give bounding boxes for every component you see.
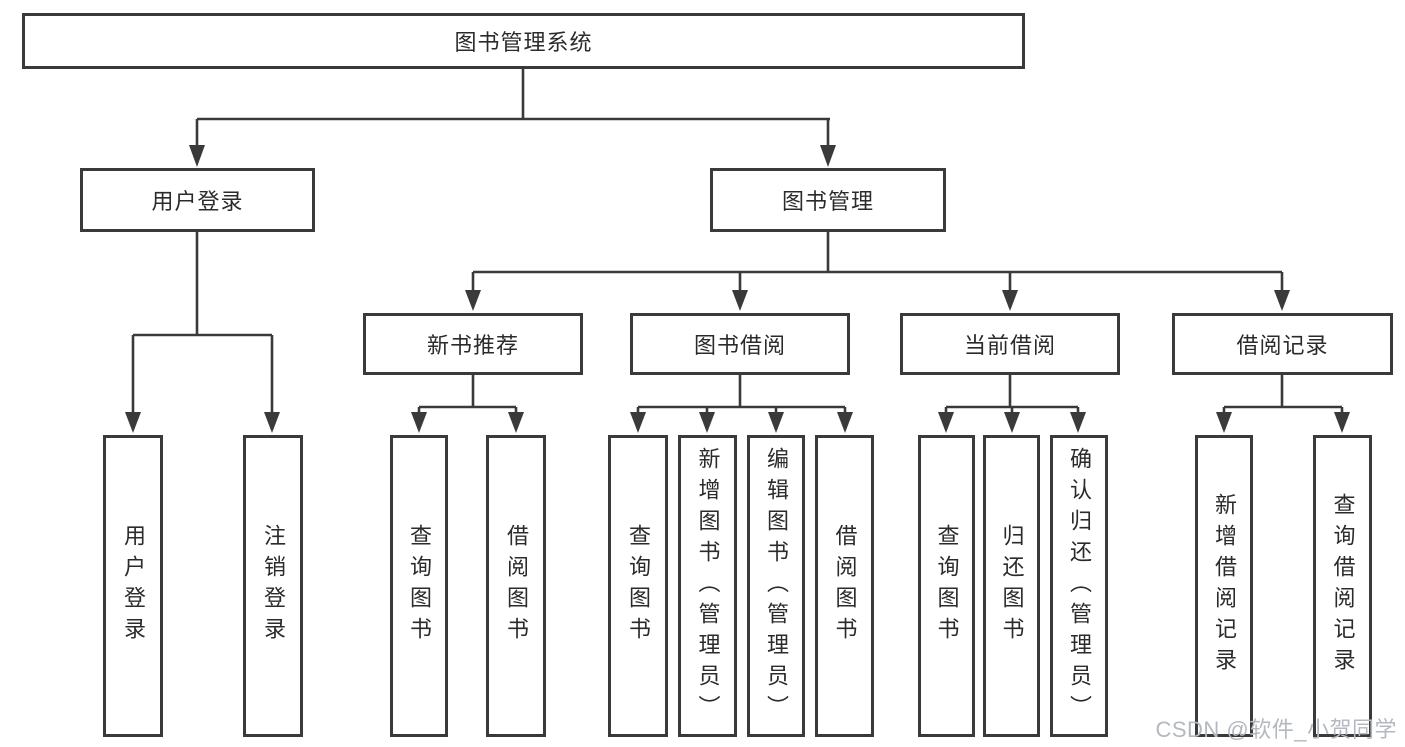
leaf-current-query-books-label: 查询图书 bbox=[934, 524, 960, 648]
node-borrowing-records: 借阅记录 bbox=[1172, 313, 1393, 375]
leaf-newrec-borrow-books: 借阅图书 bbox=[486, 435, 546, 737]
leaf-current-query-books: 查询图书 bbox=[918, 435, 975, 737]
leaf-user-login: 用户登录 bbox=[103, 435, 163, 737]
node-root: 图书管理系统 bbox=[22, 13, 1025, 69]
node-new-book-recommend: 新书推荐 bbox=[363, 313, 583, 375]
node-borrowing-records-label: 借阅记录 bbox=[1236, 333, 1329, 358]
leaf-records-add-record-label: 新增借阅记录 bbox=[1212, 493, 1237, 679]
node-root-label: 图书管理系统 bbox=[454, 30, 593, 55]
leaf-borrow-edit-books-admin-label: 编辑图书（管理员） bbox=[764, 446, 789, 726]
node-user-login-branch: 用户登录 bbox=[80, 168, 315, 232]
node-new-book-recommend-label: 新书推荐 bbox=[426, 333, 519, 358]
leaf-newrec-query-books-label: 查询图书 bbox=[407, 524, 432, 648]
leaf-borrow-edit-books-admin: 编辑图书（管理员） bbox=[747, 435, 805, 737]
leaf-borrow-add-books-admin: 新增图书（管理员） bbox=[678, 435, 737, 737]
leaf-records-add-record: 新增借阅记录 bbox=[1195, 435, 1253, 737]
node-book-borrowing-label: 图书借阅 bbox=[693, 333, 786, 358]
leaf-logout-label: 注销登录 bbox=[261, 524, 286, 648]
leaf-current-confirm-return-admin: 确认归还（管理员） bbox=[1050, 435, 1108, 737]
leaf-records-query-record: 查询借阅记录 bbox=[1313, 435, 1372, 737]
leaf-borrow-add-books-admin-label: 新增图书（管理员） bbox=[695, 446, 721, 726]
leaf-current-confirm-return-admin-label: 确认归还（管理员） bbox=[1067, 446, 1092, 726]
leaf-current-return-books-label: 归还图书 bbox=[999, 524, 1025, 648]
node-user-login-branch-label: 用户登录 bbox=[151, 189, 244, 214]
node-current-borrowing: 当前借阅 bbox=[900, 313, 1120, 375]
leaf-borrow-query-books-label: 查询图书 bbox=[626, 524, 651, 648]
leaf-borrow-borrow-books-label: 借阅图书 bbox=[832, 524, 858, 648]
leaf-records-query-record-label: 查询借阅记录 bbox=[1330, 493, 1356, 679]
leaf-logout: 注销登录 bbox=[243, 435, 303, 737]
node-current-borrowing-label: 当前借阅 bbox=[963, 333, 1056, 358]
leaf-newrec-query-books: 查询图书 bbox=[390, 435, 448, 737]
leaf-current-return-books: 归还图书 bbox=[983, 435, 1040, 737]
leaf-newrec-borrow-books-label: 借阅图书 bbox=[504, 524, 529, 648]
leaf-user-login-label: 用户登录 bbox=[121, 524, 146, 648]
leaf-borrow-borrow-books: 借阅图书 bbox=[815, 435, 874, 737]
leaf-borrow-query-books: 查询图书 bbox=[608, 435, 668, 737]
node-book-borrowing: 图书借阅 bbox=[630, 313, 850, 375]
node-book-management-branch-label: 图书管理 bbox=[781, 189, 874, 214]
node-book-management-branch: 图书管理 bbox=[710, 168, 946, 232]
csdn-watermark: CSDN @软件_小贺同学 bbox=[1155, 717, 1397, 742]
